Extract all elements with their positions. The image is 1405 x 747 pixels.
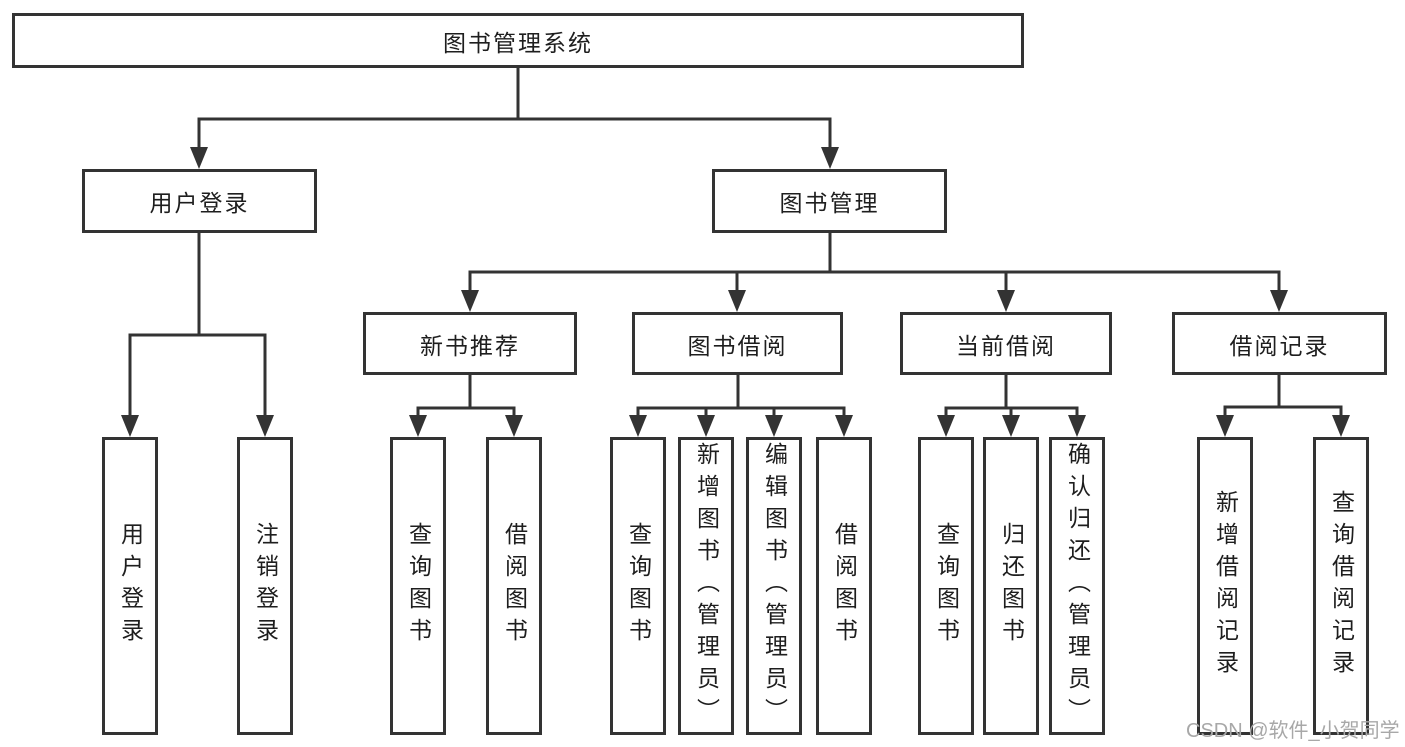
node-current-borrowing-label: 当前借阅 (956, 332, 1056, 359)
leaf-cb-confirm-return-admin: 确认归还（管理员） (1049, 437, 1105, 735)
leaf-user-login-label: 用户登录 (117, 522, 144, 650)
node-borrowing-records: 借阅记录 (1172, 312, 1387, 375)
connector-path (128, 66, 1343, 418)
leaf-nbr-query-books: 查询图书 (390, 437, 446, 735)
leaf-nbr-borrow-books-label: 借阅图书 (501, 522, 528, 650)
node-book-borrowing: 图书借阅 (632, 312, 843, 375)
node-user-login: 用户登录 (82, 169, 317, 233)
leaf-br-query-record: 查询借阅记录 (1313, 437, 1369, 735)
leaf-bb-edit-book-admin: 编辑图书（管理员） (746, 437, 802, 735)
node-borrowing-records-label: 借阅记录 (1229, 332, 1330, 359)
node-user-login-label: 用户登录 (149, 190, 250, 216)
node-root-label: 图书管理系统 (443, 29, 593, 56)
leaf-cb-return-books: 归还图书 (983, 437, 1039, 735)
leaf-logout-label: 注销登录 (252, 522, 279, 650)
leaf-bb-add-book-admin: 新增图书（管理员） (678, 437, 734, 735)
node-book-borrowing-label: 图书借阅 (687, 332, 788, 359)
leaf-cb-confirm-return-admin-label: 确认归还（管理员） (1064, 442, 1091, 730)
leaf-bb-borrow-books: 借阅图书 (816, 437, 872, 735)
arrowhead-icons (121, 147, 1350, 437)
leaf-br-add-record-label: 新增借阅记录 (1212, 490, 1239, 682)
node-new-book-recommendation: 新书推荐 (363, 312, 577, 375)
leaf-cb-query-books-label: 查询图书 (933, 522, 960, 650)
leaf-br-query-record-label: 查询借阅记录 (1328, 490, 1355, 682)
leaf-nbr-borrow-books: 借阅图书 (486, 437, 542, 735)
leaf-logout: 注销登录 (237, 437, 293, 735)
leaf-bb-edit-book-admin-label: 编辑图书（管理员） (761, 442, 788, 730)
leaf-br-add-record: 新增借阅记录 (1197, 437, 1253, 735)
leaf-bb-borrow-books-label: 借阅图书 (831, 522, 858, 650)
node-current-borrowing: 当前借阅 (900, 312, 1112, 375)
node-root: 图书管理系统 (12, 13, 1024, 68)
leaf-cb-query-books: 查询图书 (918, 437, 974, 735)
leaf-bb-add-book-admin-label: 新增图书（管理员） (693, 442, 720, 730)
leaf-user-login: 用户登录 (102, 437, 158, 735)
watermark-text: CSDN @软件_小贺同学 (1186, 720, 1400, 742)
leaf-bb-query-books-label: 查询图书 (625, 522, 652, 650)
leaf-bb-query-books: 查询图书 (610, 437, 666, 735)
node-new-book-recommendation-label: 新书推荐 (420, 332, 520, 359)
leaf-nbr-query-books-label: 查询图书 (405, 522, 432, 650)
node-book-management-label: 图书管理 (779, 190, 880, 216)
node-book-management: 图书管理 (712, 169, 947, 233)
leaf-cb-return-books-label: 归还图书 (998, 522, 1025, 650)
